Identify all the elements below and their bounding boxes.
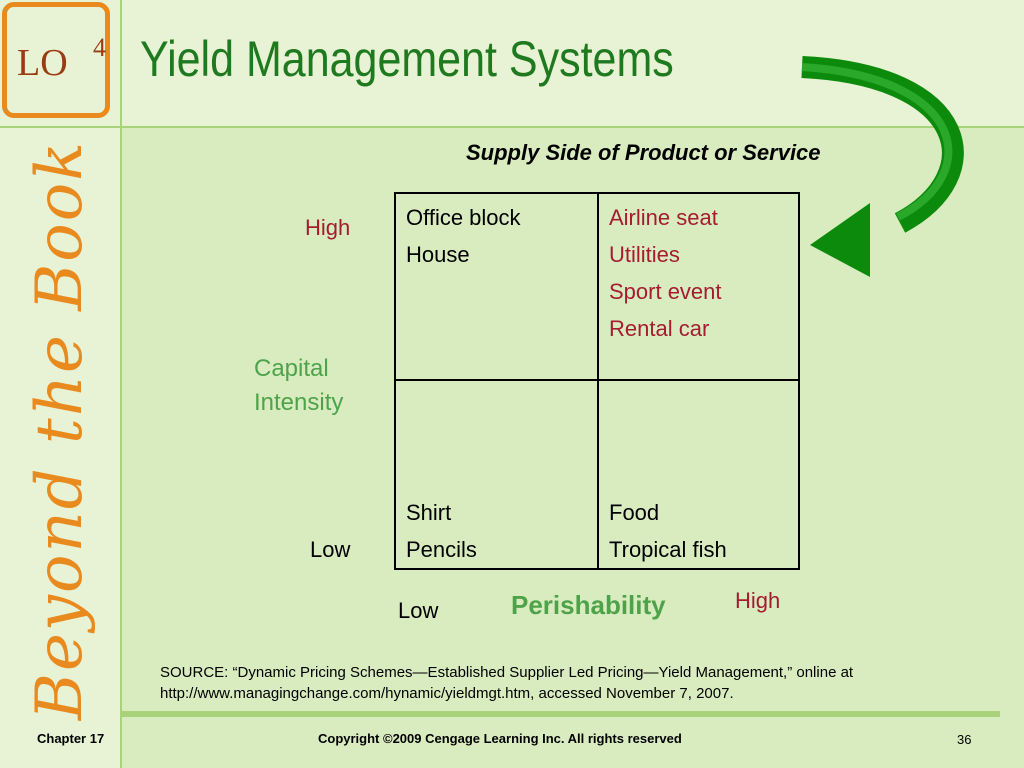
matrix-cell-bottom-right: Food Tropical fish [599, 381, 798, 568]
learning-objective-badge: LO 4 [2, 2, 110, 118]
list-item: House [406, 242, 470, 267]
list-item: Pencils [406, 537, 477, 562]
list-item: Utilities [609, 242, 680, 267]
matrix-cell-bottom-left: Shirt Pencils [396, 381, 599, 568]
y-axis-low-label: Low [310, 537, 351, 562]
list-item: Tropical fish [609, 537, 727, 562]
supply-side-label: Supply Side of Product or Service [466, 140, 821, 165]
vertical-divider [120, 0, 122, 768]
matrix-table: Office block House Airline seat Utilitie… [394, 192, 800, 570]
list-item: Sport event [609, 279, 722, 304]
footer-chapter: Chapter 17 [37, 731, 105, 746]
matrix-cell-top-left: Office block House [396, 194, 599, 381]
x-axis-low-label: Low [398, 598, 439, 623]
y-axis-title-line1: Capital [254, 355, 329, 382]
y-axis-high-label: High [305, 215, 351, 240]
list-item: Rental car [609, 316, 710, 341]
list-item: Office block [406, 205, 521, 230]
badge-superscript: 4 [93, 33, 106, 62]
x-axis-title: Perishability [511, 590, 666, 620]
source-line-2: http://www.managingchange.com/hynamic/yi… [160, 685, 734, 702]
matrix-cell-top-right: Airline seat Utilities Sport event Renta… [599, 194, 798, 381]
x-axis-high-label: High [735, 588, 781, 613]
footer-divider [122, 711, 1000, 717]
list-item: Airline seat [609, 205, 718, 230]
list-item: Shirt [406, 500, 452, 525]
source-citation: SOURCE: “Dynamic Pricing Schemes—Establi… [160, 662, 1000, 704]
page-title: Yield Management Systems [140, 31, 674, 87]
curved-arrow-icon [801, 56, 964, 277]
badge-text: LO [17, 42, 68, 84]
y-axis-title-line2: Intensity [254, 389, 344, 416]
sidebar-brand-text: Beyond the Book [23, 139, 97, 721]
horizontal-divider [0, 126, 1024, 128]
list-item: Food [609, 500, 660, 525]
sidebar-band [0, 0, 122, 768]
source-line-1: SOURCE: “Dynamic Pricing Schemes—Establi… [160, 664, 854, 681]
footer-copyright: Copyright ©2009 Cengage Learning Inc. Al… [318, 731, 682, 746]
y-axis-title: Capital Intensity [254, 352, 343, 420]
page-number: 36 [957, 732, 972, 747]
